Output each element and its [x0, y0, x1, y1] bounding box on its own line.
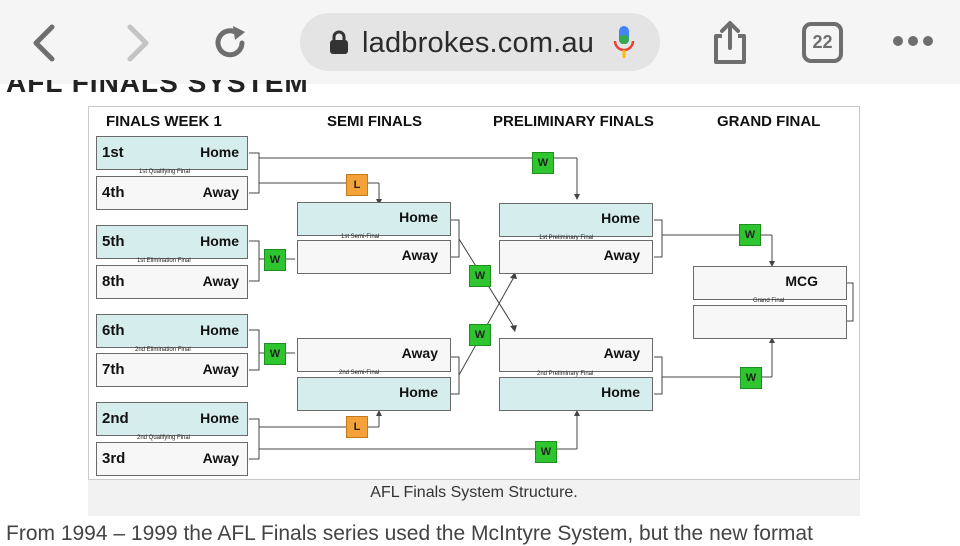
slot-side: Away — [401, 345, 438, 361]
pf1-top-slot: Home — [499, 203, 653, 237]
more-menu-button[interactable] — [893, 36, 933, 46]
team-seed: 7th — [102, 361, 125, 378]
team-slot-3rd: 3rd Away — [96, 442, 248, 476]
sf2-bottom-slot: Home — [297, 377, 451, 411]
match-label-ef1: 1st Elimination Final — [137, 258, 191, 264]
match-label-pf1: 1st Preliminary Final — [539, 235, 594, 241]
team-seed: 2nd — [102, 410, 129, 427]
winner-badge: W — [264, 343, 286, 365]
sf1-top-slot: Home — [297, 202, 451, 236]
winner-badge: W — [264, 249, 286, 271]
team-seed: 3rd — [102, 450, 126, 467]
team-side: Home — [200, 233, 239, 249]
dot-icon — [908, 36, 918, 46]
team-seed: 6th — [102, 322, 125, 339]
team-slot-7th: 7th Away — [96, 353, 248, 387]
column-header-semi: SEMI FINALS — [327, 113, 423, 130]
team-side: Away — [202, 273, 239, 289]
winner-badge: W — [739, 224, 761, 246]
team-slot-2nd: 2nd Home — [96, 402, 248, 436]
slot-side: Away — [603, 345, 640, 361]
back-button[interactable] — [20, 18, 70, 68]
section-heading: AFL FINALS SYSTEM — [6, 67, 309, 98]
loser-badge: L — [346, 416, 368, 438]
gf-top-slot: MCG — [693, 266, 847, 300]
share-button[interactable] — [705, 18, 755, 68]
sf1-bottom-slot: Away — [297, 240, 451, 274]
url-text: ladbrokes.com.au — [362, 27, 595, 59]
team-slot-4th: 4th Away — [96, 176, 248, 210]
column-header-week1: FINALS WEEK 1 — [106, 113, 222, 130]
address-bar[interactable]: ladbrokes.com.au — [300, 13, 660, 71]
chevron-right-icon — [127, 24, 149, 62]
match-label-qf1: 1st Qualifying Final — [139, 169, 191, 175]
finals-diagram: FINALS WEEK 1 SEMI FINALS PRELIMINARY FI… — [88, 106, 860, 480]
team-slot-6th: 6th Home — [96, 314, 248, 348]
sf2-top-slot: Away — [297, 338, 451, 372]
winner-badge: W — [469, 324, 491, 346]
paragraph-text: From 1994 – 1999 the AFL Finals series u… — [6, 522, 813, 545]
winner-badge: W — [535, 441, 557, 463]
team-seed: 4th — [102, 184, 125, 201]
lock-icon — [330, 30, 348, 54]
reload-button[interactable] — [205, 18, 255, 68]
forward-button[interactable] — [112, 18, 162, 68]
column-header-prelim: PRELIMINARY FINALS — [493, 113, 654, 130]
match-label-sf2: 2nd Semi-Final — [339, 370, 380, 376]
pf2-bottom-slot: Home — [499, 377, 653, 411]
team-side: Home — [200, 144, 239, 160]
winner-badge: W — [469, 265, 491, 287]
team-side: Home — [200, 322, 239, 338]
winner-badge: W — [740, 367, 762, 389]
match-label-pf2: 2nd Preliminary Final — [537, 371, 594, 377]
browser-toolbar: ladbrokes.com.au 22 — [0, 0, 960, 84]
match-label-sf1: 1st Semi-Final — [341, 234, 380, 240]
team-side: Away — [202, 361, 239, 377]
team-side: Away — [202, 184, 239, 200]
tabs-button[interactable]: 22 — [802, 22, 843, 63]
pf1-bottom-slot: Away — [499, 240, 653, 274]
gf-bottom-slot — [693, 305, 847, 339]
slot-side: Home — [601, 384, 640, 400]
team-seed: 8th — [102, 273, 125, 290]
slot-side: Away — [603, 247, 640, 263]
pf2-top-slot: Away — [499, 338, 653, 372]
slot-side: Home — [601, 210, 640, 226]
venue-label: MCG — [785, 273, 818, 289]
share-icon — [714, 21, 746, 64]
team-side: Home — [200, 410, 239, 426]
slot-side: Away — [401, 247, 438, 263]
match-label-ef2: 2nd Elimination Final — [135, 347, 191, 353]
figure-caption: AFL Finals System Structure. — [370, 484, 578, 501]
winner-badge: W — [532, 152, 554, 174]
team-slot-5th: 5th Home — [96, 225, 248, 259]
dot-icon — [923, 36, 933, 46]
team-seed: 1st — [102, 144, 124, 161]
slot-side: Home — [399, 209, 438, 225]
figure: FINALS WEEK 1 SEMI FINALS PRELIMINARY FI… — [88, 106, 860, 516]
tab-count: 22 — [812, 32, 833, 52]
microphone-icon[interactable] — [613, 25, 635, 61]
team-side: Away — [202, 450, 239, 466]
chevron-left-icon — [33, 24, 55, 62]
loser-badge: L — [346, 174, 368, 196]
reload-icon — [215, 26, 245, 58]
dot-icon — [893, 36, 903, 46]
column-header-grand: GRAND FINAL — [717, 113, 821, 130]
team-slot-1st: 1st Home — [96, 136, 248, 170]
match-label-gf: Grand Final — [753, 298, 785, 304]
slot-side: Home — [399, 384, 438, 400]
match-label-qf2: 2nd Qualifying Final — [137, 435, 191, 441]
team-seed: 5th — [102, 233, 125, 250]
team-slot-8th: 8th Away — [96, 265, 248, 299]
